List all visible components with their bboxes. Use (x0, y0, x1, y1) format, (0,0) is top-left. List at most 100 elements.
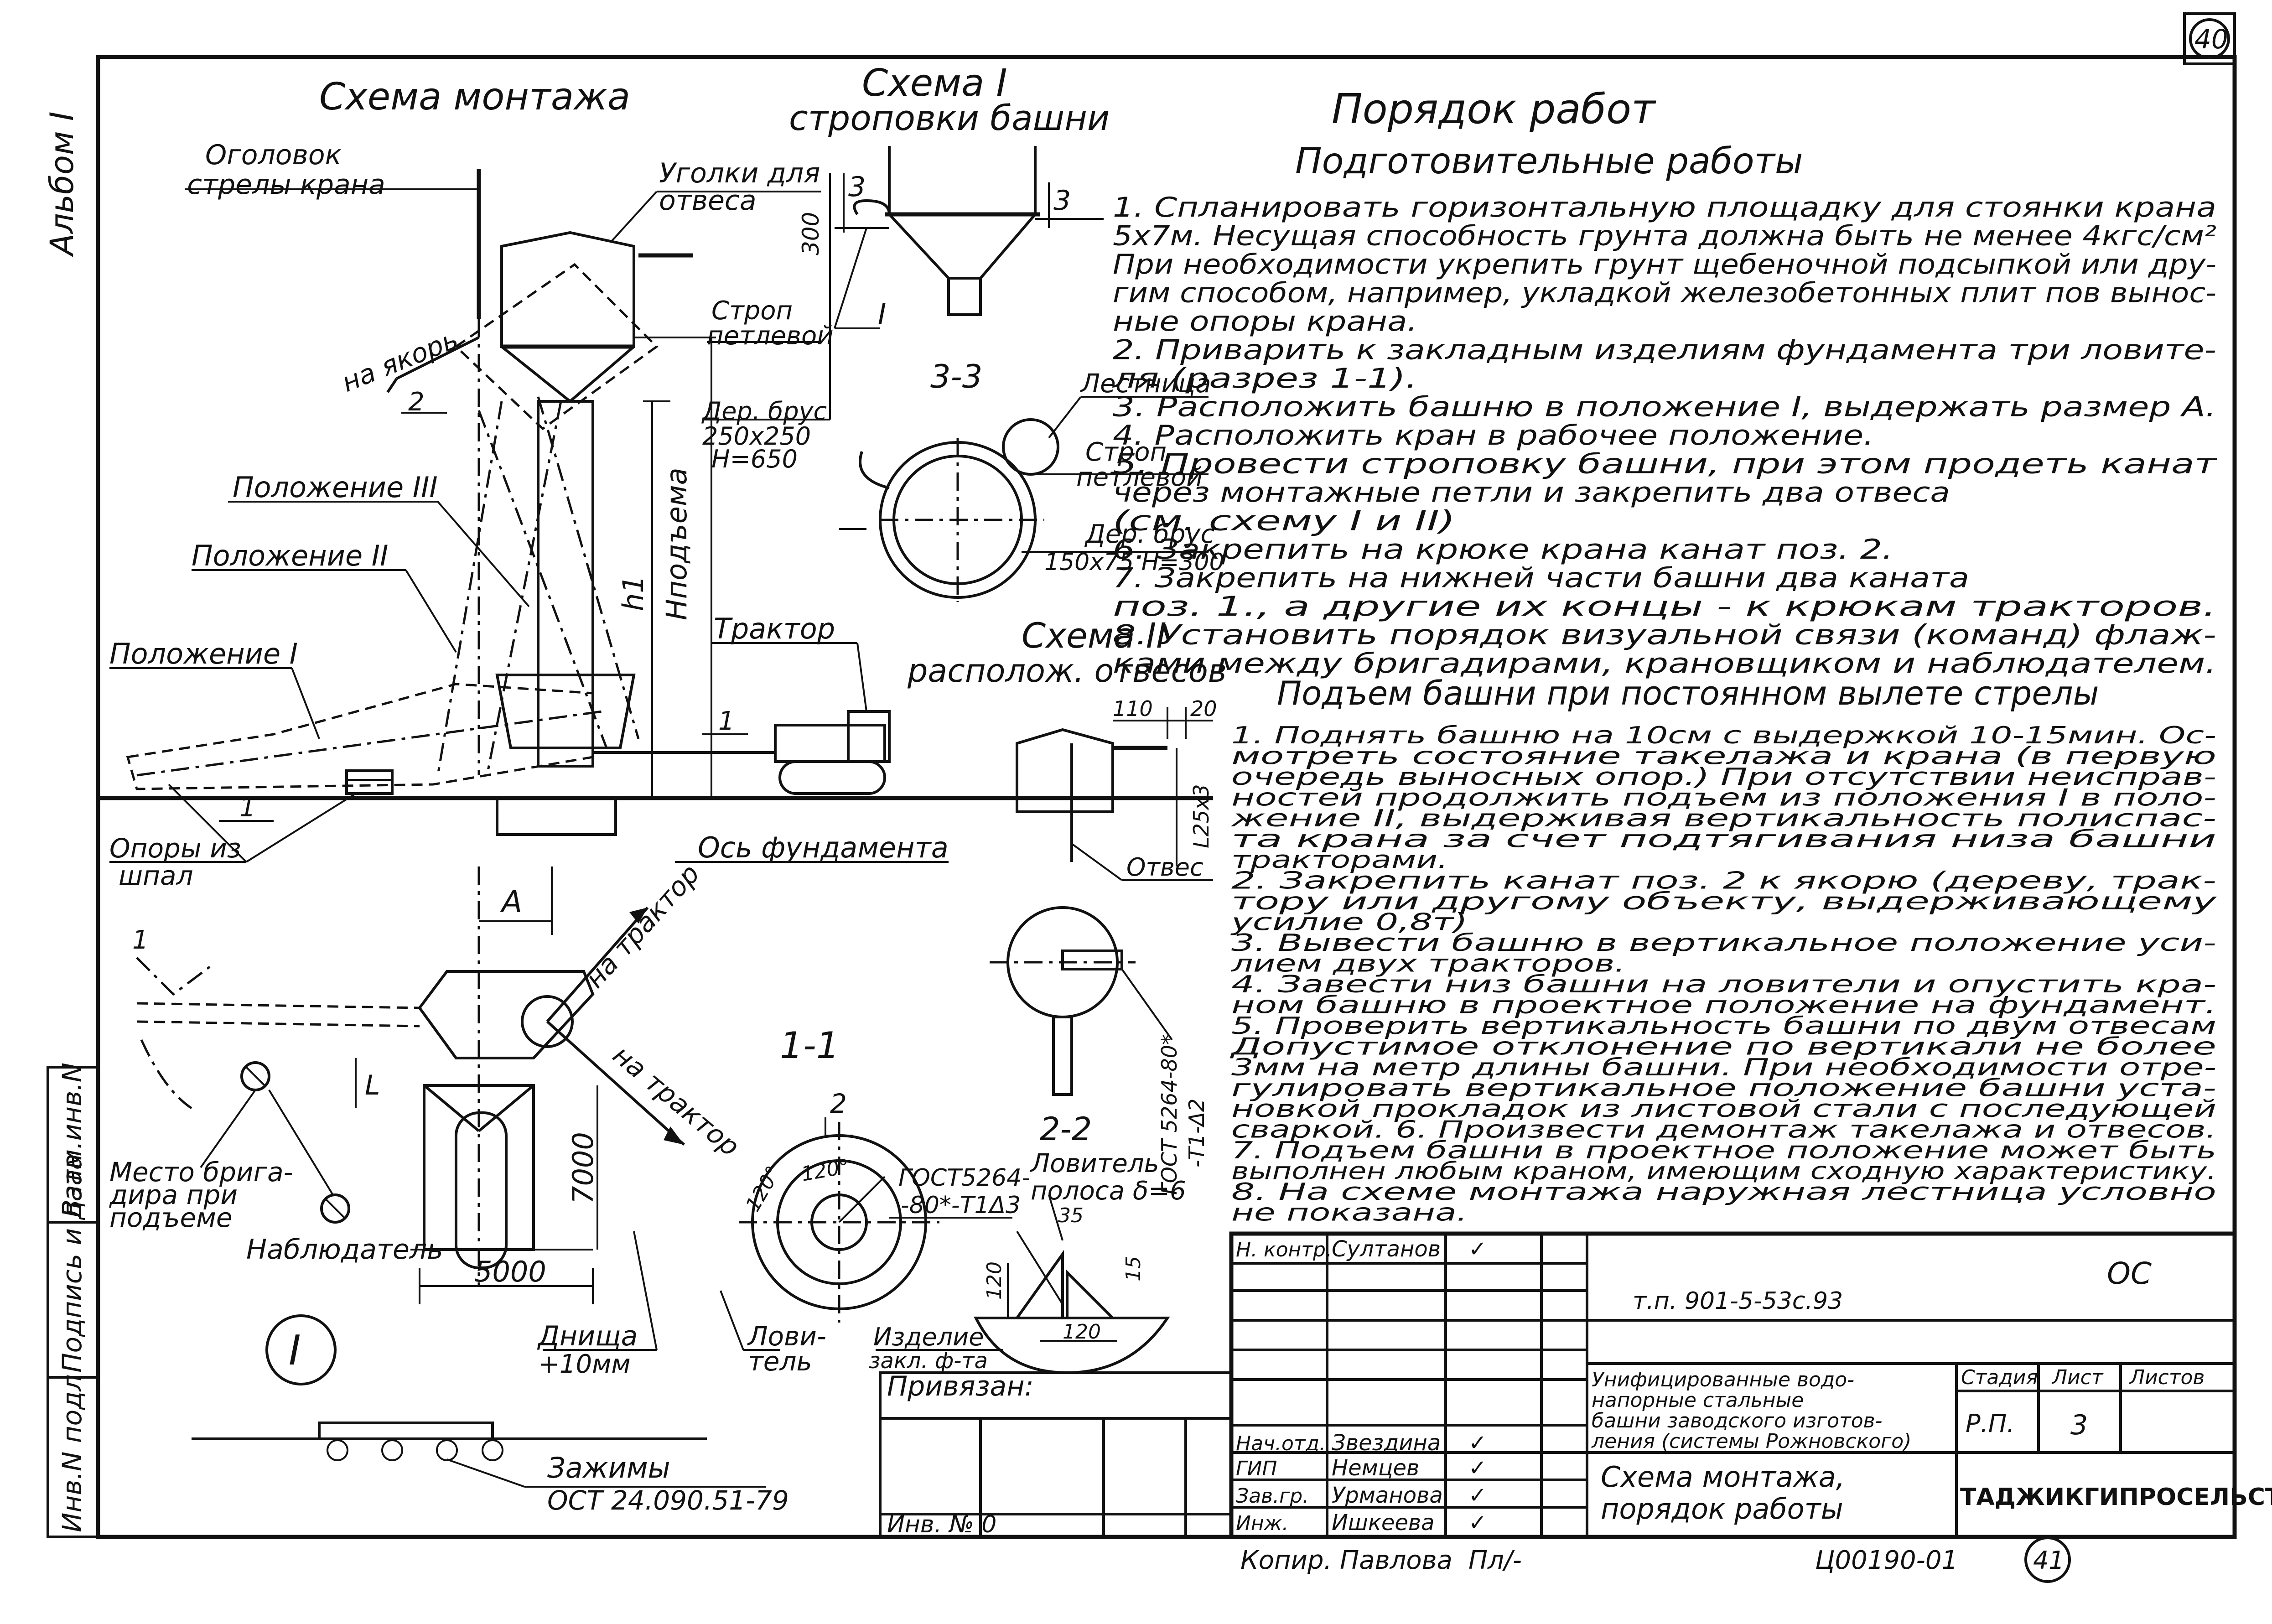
tb-sign-3: ✓ (1468, 1483, 1487, 1508)
label-to-tractor-2: на трактор (607, 1039, 746, 1162)
page-number-top: 40 (2183, 12, 2236, 65)
montage-labels: Оголовок стрелы крана Уголки для отвеса … (109, 139, 949, 891)
scheme-one-title: Схема I (862, 62, 1007, 105)
tb-role-4: Инж. (1236, 1512, 1288, 1535)
tb-desc-1: Унифицированные водо- (1592, 1368, 1854, 1391)
tb-sheet-no: 3 (2070, 1409, 2088, 1441)
label-item-1: Изделие (873, 1323, 984, 1351)
strip-label-inventory: Инв.N подл (57, 1375, 88, 1532)
label-bottom-1: Днища (537, 1320, 638, 1352)
prep-line: 4. Расположить кран в рабочее положение. (1113, 420, 1874, 451)
label-pos1: Положение I (109, 637, 298, 670)
label-section-33: 3-3 (930, 358, 982, 395)
tb-code: т.п. 901-5-53с.93 (1633, 1287, 1843, 1315)
lift-line: та крана за счет подтягивания низа башни (1231, 826, 2216, 853)
label-h1: h1 (617, 575, 650, 611)
prep-line: 7. Закрепить на нижней части башни два к… (1113, 562, 1969, 594)
lift-line: ностей продолжить подъем из положения I … (1231, 784, 2216, 812)
lift-line: 1. Поднять башню на 10см с выдержкой 10-… (1231, 722, 2216, 749)
lift-line: жение II, выдерживая вертикальность поли… (1230, 805, 2216, 832)
scheme-one-labels: 300 3 3 I 3-3 (798, 171, 1071, 395)
tb-series: ОС (2107, 1256, 2152, 1291)
label-dim-20: 20 (1190, 696, 1217, 721)
scheme-two-drawing (990, 707, 1213, 1096)
roman-marker (265, 1314, 337, 1385)
label-gost22-2: -Т1-Δ2 (1184, 1099, 1209, 1167)
lift-line: 3. Вывести башню в вертикальное положени… (1231, 929, 2216, 957)
prep-line: 1. Спланировать горизонтальную площадку … (1113, 192, 2216, 223)
lift-line: 7. Подъем башни в проектное положение мо… (1231, 1137, 2216, 1164)
prep-line: ные опоры крана. (1113, 306, 1417, 337)
prep-line: гим способом, например, укладкой железоб… (1113, 277, 2216, 309)
observer-marker (320, 1193, 350, 1224)
scheme-two-subtitle: располож. отвесов (907, 652, 1227, 690)
label-dim-15: 15 (1122, 1256, 1145, 1282)
label-sling33-1: Строп (1085, 437, 1167, 467)
tb-desc-2: напорные стальные (1592, 1389, 1804, 1412)
tb-sheet-h: Лист (2051, 1366, 2104, 1389)
label-sling33-2: петлевой (1076, 462, 1203, 492)
label-foreman-3: подъеме (109, 1202, 233, 1233)
prep-line: При необходимости укрепить грунт щебеноч… (1113, 249, 2216, 280)
prep-line: 2. Приварить к закладным изделиям фундам… (1113, 334, 2216, 366)
scheme-two-title: Схема II (1022, 615, 1167, 656)
label-foreman-2: дира при (109, 1179, 238, 1210)
tb-name-2: Немцев (1332, 1455, 1419, 1481)
label-sling-1: Строп (711, 296, 793, 326)
prep-line: 6. Закрепить на крюке крана канат поз. 2… (1113, 534, 1893, 566)
label-angle: L25х3 (1189, 784, 1214, 848)
tb-sign-2: ✓ (1468, 1455, 1487, 1481)
lift-line: 4. Завести низ башни на ловители и опуст… (1231, 971, 2216, 998)
tb-stage: Р.П. (1966, 1409, 2015, 1438)
label-gost11-2: -80*-Т1Δ3 (901, 1192, 1021, 1219)
prep-list: 1. Спланировать горизонтальную площадку … (1112, 192, 2218, 680)
tb-title-1: Схема монтажа, (1601, 1460, 1845, 1494)
prep-title: Подготовительные работы (1295, 141, 1803, 182)
copied-by: Копир. Павлова (1240, 1546, 1452, 1575)
label-dim-120v: 120 (983, 1261, 1006, 1300)
lift-line: 8. На схеме монтажа наружная лестница ус… (1231, 1178, 2216, 1206)
tb-desc-4: ления (системы Рожновского) (1591, 1430, 1911, 1453)
svg-text:41: 41 (2033, 1546, 2065, 1575)
prep-line: 3. Расположить башню в положение I, выде… (1113, 391, 2216, 423)
lift-line: сваркой. 6. Произвести демонтаж такелажа… (1231, 1116, 2216, 1144)
section-11-labels: 2 120° 120° ГОСТ5264- -80*-Т1Δ3 Ловитель… (741, 1088, 1186, 1374)
work-order: Порядок работ Подготовительные работы 1.… (1112, 85, 2218, 1227)
lift-line: не показана. (1231, 1199, 1468, 1227)
inv-label: Инв. № 0 (887, 1511, 996, 1538)
lift-line: ном башню в проектное положение на фунда… (1231, 992, 2216, 1019)
tb-org: ТАДЖИКГИПРОСЕЛЬСТРОЙ (1960, 1483, 2272, 1511)
tb-name-4: Ишкеева (1332, 1510, 1435, 1536)
label-gost11-1: ГОСТ5264- (898, 1164, 1030, 1192)
prep-line: ля (разрез 1-1). (1112, 363, 1417, 394)
plan-labels: на трактор на трактор А L 7000 5000 Мест… (109, 858, 826, 1516)
label-pos2: Положение II (192, 539, 388, 572)
section-33-labels: Лестница Строп петлевой Дер. брус 150х75… (1044, 369, 1224, 576)
label-dim-120h: 120 (1063, 1320, 1101, 1344)
label-n1: 1 (239, 793, 256, 823)
tb-sheets-h: Листов (2129, 1366, 2205, 1389)
work-order-title: Порядок работ (1332, 85, 1656, 133)
label-beam33-1: Дер. брус (1084, 519, 1215, 549)
label-supports-1: Опоры из (109, 833, 241, 864)
lift-line: усилие 0,8т) (1230, 909, 1468, 936)
prep-line: 5х7м. Несущая способность грунта должна … (1113, 220, 2216, 252)
prep-line: 5. Провести строповку башни, при этом пр… (1113, 448, 2218, 480)
label-angle-120b: 120° (799, 1155, 851, 1186)
lift-line: очередь выносных опор.) При отсутствии н… (1231, 763, 2216, 791)
strip-label-signature: Подпись и дата (57, 1154, 88, 1373)
label-dim-300: 300 (798, 212, 824, 255)
label-bottom-2: +10мм (538, 1349, 631, 1379)
label-roman-I: I (289, 1327, 301, 1375)
scheme-two-labels: 110 20 L25х3 Отвес 2-2 ГОСТ 5264-80* -Т1… (1040, 696, 1217, 1195)
label-n1b: 1 (718, 706, 735, 736)
montage-drawing (98, 169, 1213, 863)
label-foreman-1: Место брига- (109, 1157, 293, 1188)
left-strip: Взам.инв.N Подпись и дата Инв.N подл (47, 1063, 99, 1538)
label-foundation-axis: Ось фундамента (698, 831, 949, 864)
label-catcher11-1: Ловитель (1030, 1149, 1159, 1178)
lift-line: 2. Закрепить канат поз. 2 к якорю (дерев… (1231, 867, 2216, 895)
montage-plan (136, 866, 780, 1488)
label-catcher-2: тель (748, 1346, 812, 1377)
section-33-drawing (839, 396, 1209, 602)
